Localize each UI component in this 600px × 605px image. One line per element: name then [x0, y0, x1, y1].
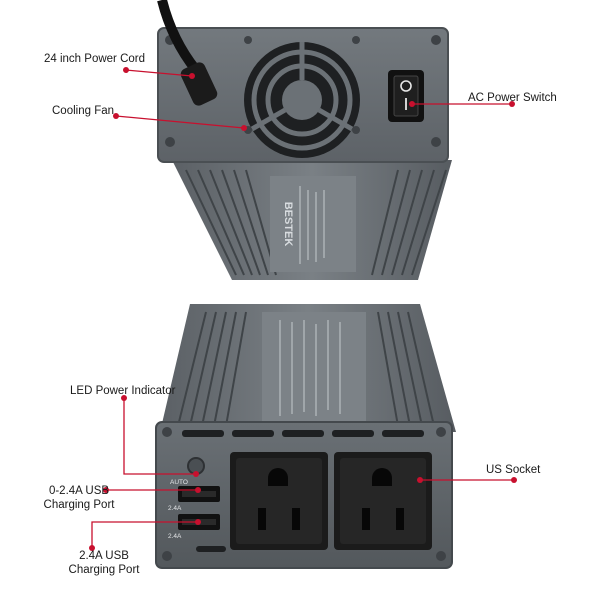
panel-screws	[165, 35, 441, 147]
label-usb-port-2: 2.4A USB Charging Port	[64, 549, 144, 577]
housing-fins	[185, 169, 447, 276]
usb-amp-marking-1: 2.4A	[168, 505, 182, 512]
front-screws	[162, 427, 446, 561]
label-usb-port-1: 0-2.4A USB Charging Port	[34, 484, 124, 512]
front-fins	[177, 311, 435, 427]
label-us-socket: US Socket	[486, 464, 541, 476]
callout-lines	[91, 69, 514, 548]
brand-logo: BESTEK	[282, 202, 294, 247]
label-usb-port-2-line2: Charging Port	[68, 564, 140, 576]
callout-dots	[89, 67, 517, 551]
power-cord	[157, 0, 218, 106]
us-socket-right-icon	[334, 452, 432, 550]
label-usb-port-2-line1: 2.4A USB	[79, 550, 129, 562]
label-usb-port-1-line2: Charging Port	[43, 499, 115, 511]
label-ac-power-switch: AC Power Switch	[468, 92, 557, 104]
ac-power-switch-icon	[388, 70, 424, 122]
front-label-print	[279, 320, 341, 416]
label-power-cord: 24 inch Power Cord	[44, 53, 145, 65]
cooling-fan-grille	[244, 42, 360, 158]
label-cooling-fan: Cooling Fan	[52, 105, 115, 117]
usb-auto-marking: AUTO	[170, 479, 188, 486]
inverter-top-view: BESTEK	[157, 0, 452, 280]
label-print-lines	[299, 186, 325, 264]
vent-slots	[182, 430, 424, 552]
top-label-plate	[270, 176, 356, 272]
label-usb-port-1-line1: 0-2.4A USB	[48, 485, 110, 497]
usb-amp-marking-2: 2.4A	[168, 533, 182, 540]
inverter-front-view: AUTO 2.4A 2.4A	[155, 304, 456, 569]
us-socket-left-icon	[230, 452, 328, 550]
label-led-indicator: LED Power Indicator	[70, 385, 176, 397]
front-label-plate	[262, 312, 366, 424]
